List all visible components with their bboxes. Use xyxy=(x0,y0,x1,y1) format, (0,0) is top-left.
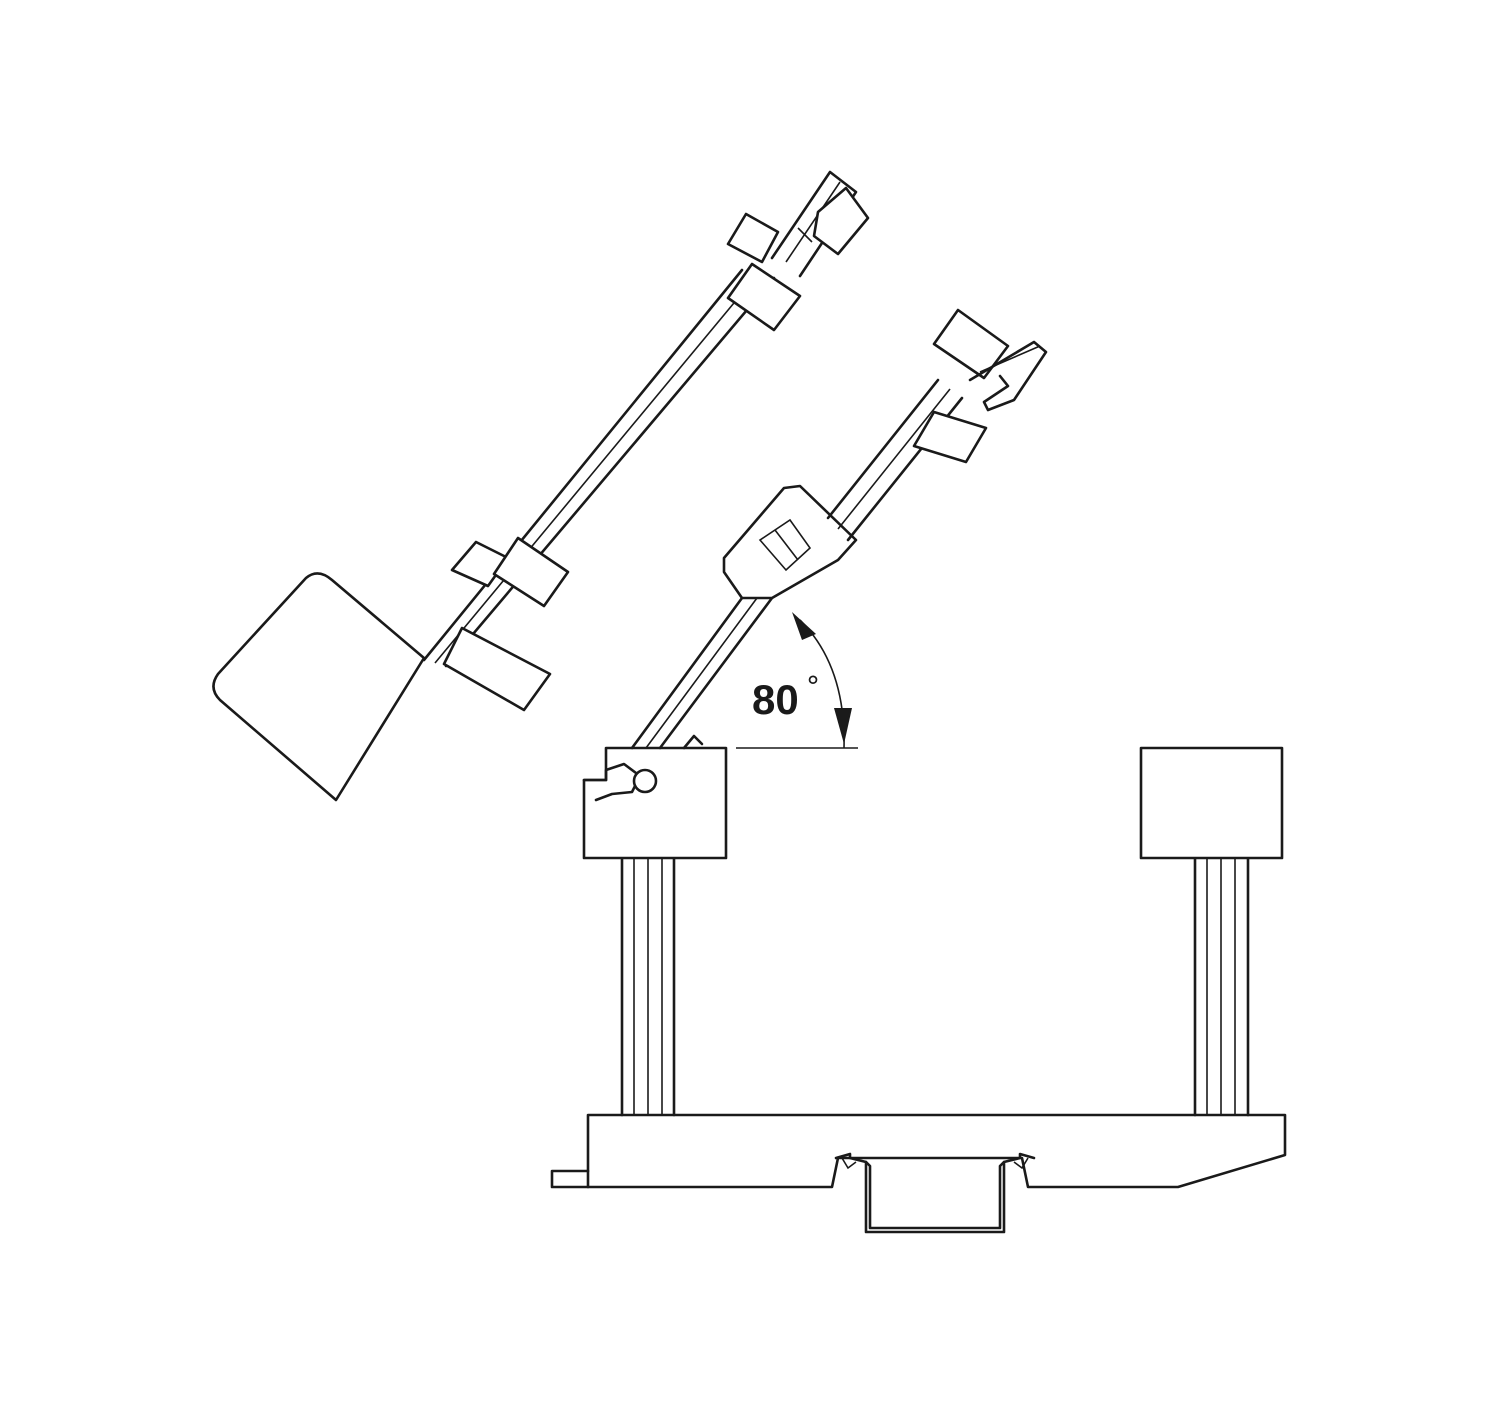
angle-unit: ° xyxy=(806,670,820,703)
arrow-down-icon xyxy=(834,708,852,744)
base-plate xyxy=(550,1113,1287,1189)
right-post xyxy=(1193,856,1250,1117)
arrow-up-icon xyxy=(792,612,816,640)
left-post xyxy=(620,856,676,1117)
din-rail-profile xyxy=(834,1152,1036,1234)
tilted-arm xyxy=(630,308,1048,750)
right-head-block xyxy=(1139,746,1284,860)
left-hinge-block xyxy=(582,746,728,860)
angle-dimension: 80 ° xyxy=(736,612,858,749)
detached-arm xyxy=(212,170,870,802)
angle-value: 80 xyxy=(752,676,799,723)
hinge-pin xyxy=(632,768,658,794)
